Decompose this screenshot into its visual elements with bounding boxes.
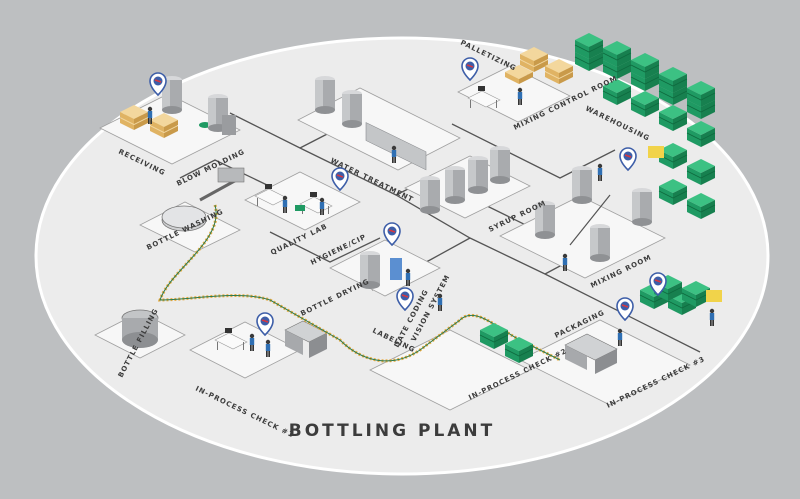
- bottle-washing-equipment: [161, 167, 245, 232]
- mixing-control-platform: [457, 65, 571, 123]
- check-2-platform: [369, 329, 531, 411]
- packaging-equipment: [564, 274, 722, 374]
- mixing-room-equipment: [535, 163, 652, 271]
- hygiene-equipment: [360, 251, 411, 289]
- conveyor-bottles: [159, 204, 561, 362]
- bottle-filling-equipment: [121, 309, 159, 348]
- water-treatment-equipment: [315, 76, 427, 171]
- quality-lab-equipment: [254, 183, 333, 215]
- warehousing-crates: [574, 32, 716, 220]
- quality-lab-platform: [244, 171, 361, 231]
- page-title: BOTTLING PLANT: [289, 421, 496, 441]
- bottle-drying-equipment: [284, 320, 328, 358]
- blow-molding-equipment: [208, 94, 236, 135]
